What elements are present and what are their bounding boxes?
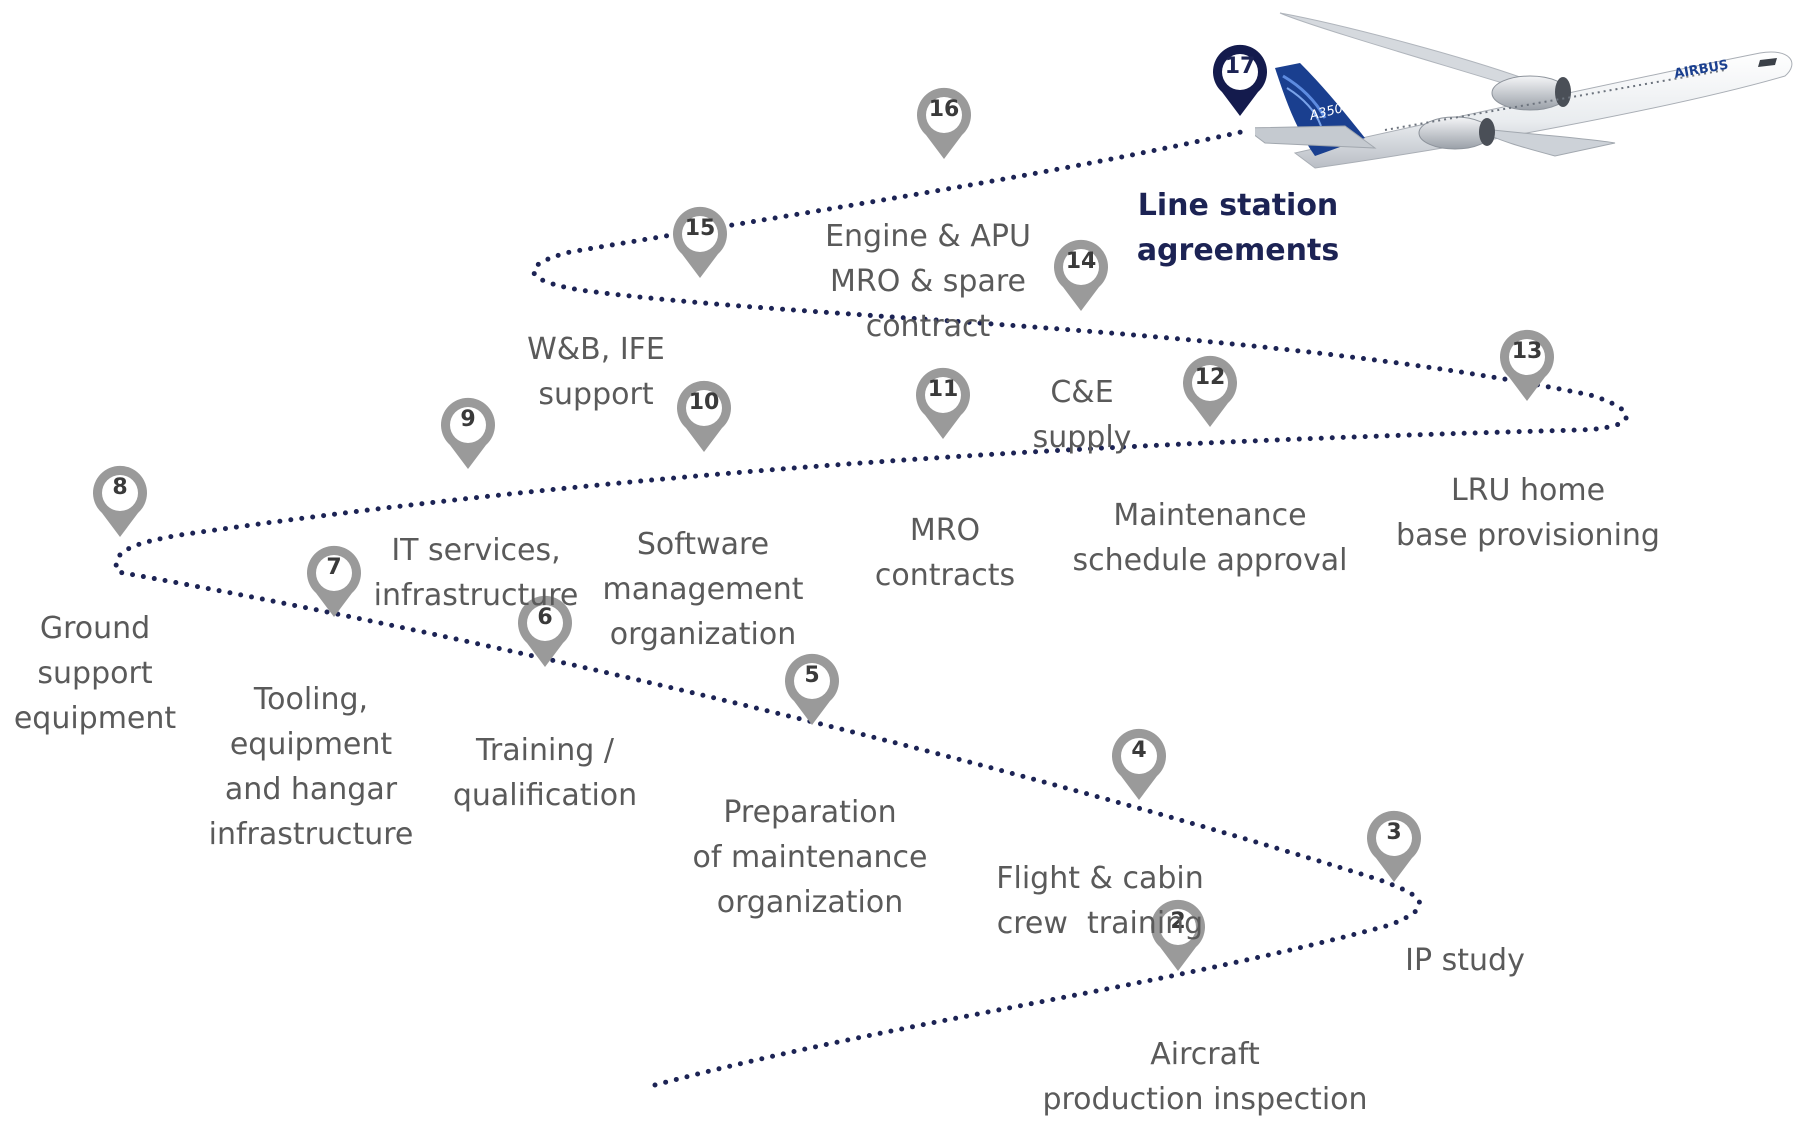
milestone-label-17: Line station agreements xyxy=(1136,188,1340,268)
milestone-label-9: IT services, infrastructure xyxy=(373,533,579,613)
milestone-number: 9 xyxy=(460,407,476,432)
milestone-pin-8: 8 xyxy=(90,464,150,538)
map-pin-icon xyxy=(93,465,147,537)
map-pin-icon xyxy=(673,206,727,278)
milestone-number: 15 xyxy=(684,216,716,241)
map-pin-icon xyxy=(518,595,572,667)
milestone-label-13: LRU home base provisioning xyxy=(1396,473,1660,553)
map-pin-icon xyxy=(785,653,839,725)
milestone-number: 2 xyxy=(1170,909,1186,934)
milestone-label-4: Flight & cabin crew training xyxy=(996,861,1204,941)
milestone-pin-9: 9 xyxy=(438,396,498,470)
milestone-number: 4 xyxy=(1131,738,1147,763)
map-pin-icon xyxy=(917,87,971,159)
milestone-pin-16: 16 xyxy=(914,86,974,160)
milestone-label-5: Preparation of maintenance organization xyxy=(692,795,928,920)
milestone-pin-17: 17 xyxy=(1210,43,1270,117)
milestone-pin-2: 2 xyxy=(1148,898,1208,972)
map-pin-icon xyxy=(307,545,361,617)
milestone-number: 13 xyxy=(1511,339,1543,364)
milestone-number: 7 xyxy=(326,555,342,580)
milestone-label-2: Aircraft production inspection xyxy=(1042,1037,1368,1117)
milestone-label-6: Training / qualification xyxy=(452,733,638,813)
milestone-pin-11: 11 xyxy=(913,366,973,440)
milestone-pin-14: 14 xyxy=(1051,238,1111,312)
map-pin-icon xyxy=(1151,899,1205,971)
milestone-number: 17 xyxy=(1224,54,1256,79)
map-pin-icon xyxy=(1213,44,1267,116)
airbus-a350-aircraft-illustration: A350 AIRBUS xyxy=(1255,12,1793,169)
milestone-label-3: IP study xyxy=(1405,943,1525,978)
map-pin-icon xyxy=(677,380,731,452)
milestone-label-16: Engine & APU MRO & spare contract xyxy=(825,219,1031,344)
milestone-pin-4: 4 xyxy=(1109,727,1169,801)
milestone-number: 10 xyxy=(688,390,720,415)
milestone-number: 12 xyxy=(1194,365,1226,390)
milestone-pin-7: 7 xyxy=(304,544,364,618)
milestone-number: 16 xyxy=(928,97,960,122)
map-pin-icon xyxy=(1054,239,1108,311)
map-pin-icon xyxy=(1367,810,1421,882)
milestone-label-8: Ground support equipment xyxy=(13,611,177,736)
milestone-number: 3 xyxy=(1386,820,1402,845)
milestone-pin-3: 3 xyxy=(1364,809,1424,883)
map-pin-icon xyxy=(1112,728,1166,800)
map-pin-icon xyxy=(1183,355,1237,427)
milestone-label-12: Maintenance schedule approval xyxy=(1072,498,1348,578)
map-pin-icon xyxy=(441,397,495,469)
milestone-number: 14 xyxy=(1065,249,1097,274)
milestone-label-10: Software management organization xyxy=(602,527,804,652)
map-pin-icon xyxy=(916,367,970,439)
milestone-pin-12: 12 xyxy=(1180,354,1240,428)
milestone-pin-15: 15 xyxy=(670,205,730,279)
milestone-pin-5: 5 xyxy=(782,652,842,726)
milestone-number: 5 xyxy=(804,663,820,688)
milestone-number: 11 xyxy=(927,377,959,402)
map-pin-icon xyxy=(1500,329,1554,401)
milestone-pin-10: 10 xyxy=(674,379,734,453)
milestone-number: 8 xyxy=(112,475,128,500)
milestone-label-7: Tooling, equipment and hangar infrastruc… xyxy=(208,682,414,852)
milestone-label-11: MRO contracts xyxy=(874,513,1016,593)
milestone-label-14: C&E supply xyxy=(1032,375,1132,455)
milestone-pin-13: 13 xyxy=(1497,328,1557,402)
milestone-pin-6: 6 xyxy=(515,594,575,668)
milestone-number: 6 xyxy=(537,605,553,630)
milestone-label-15: W&B, IFE support xyxy=(527,332,665,412)
